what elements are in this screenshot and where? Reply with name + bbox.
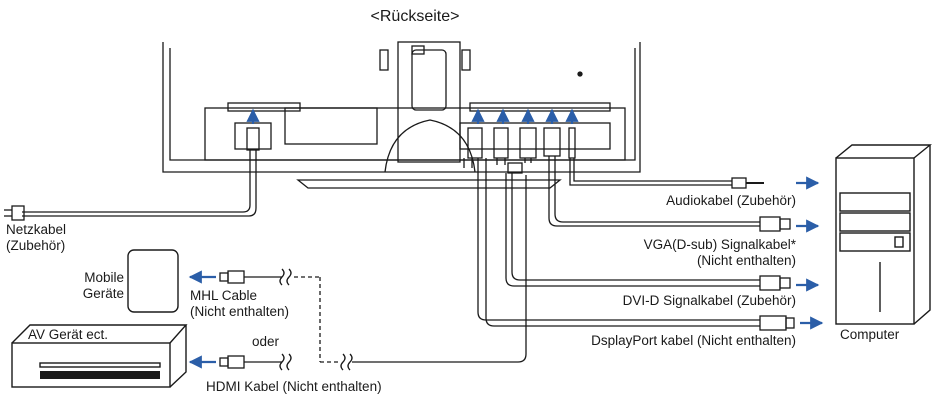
power-cable	[4, 127, 260, 221]
monitor-back	[162, 41, 641, 189]
label-displayport: DsplayPort kabel (Nicht enthalten)	[591, 333, 796, 348]
label-netzkabel: Netzkabel (Zubehör)	[6, 222, 66, 254]
label-computer: Computer	[840, 327, 900, 342]
page-title: <Rückseite>	[370, 8, 460, 25]
port-arrows	[246, 108, 579, 124]
label-av-device: AV Gerät ect.	[28, 327, 109, 342]
label-mobile-line1: Mobile	[84, 270, 124, 285]
device-arrows	[188, 176, 824, 369]
label-audio: Audiokabel (Zubehör)	[666, 193, 796, 208]
dvi-cable	[505, 127, 791, 291]
label-mobile: Mobile Geräte	[60, 270, 124, 302]
label-hdmi: HDMI Kabel (Nicht enthalten)	[206, 379, 382, 394]
label-vga-line1: VGA(D-sub) Signalkabel*	[643, 237, 796, 252]
hdmi-cable	[219, 127, 527, 371]
label-vga: VGA(D-sub) Signalkabel* (Nicht enthalten…	[560, 237, 796, 269]
label-netzkabel-line2: (Zubehör)	[6, 238, 66, 253]
mobile-device-icon	[127, 249, 179, 313]
vga-cable	[543, 127, 791, 232]
label-mobile-line2: Geräte	[82, 286, 124, 301]
mhl-cable	[219, 268, 321, 362]
computer-icon	[835, 144, 932, 325]
label-vga-line2: (Nicht enthalten)	[696, 253, 796, 268]
label-mhl: MHL Cable (Nicht enthalten)	[190, 288, 289, 320]
label-netzkabel-line1: Netzkabel	[6, 222, 67, 237]
av-device-icon	[11, 324, 188, 388]
label-oder: oder	[252, 334, 280, 349]
displayport-cable	[477, 127, 795, 331]
audio-cable	[568, 127, 764, 189]
label-mhl-line1: MHL Cable	[190, 288, 258, 303]
label-mhl-line2: (Nicht enthalten)	[190, 304, 290, 319]
label-dvi: DVI-D Signalkabel (Zubehör)	[622, 293, 796, 308]
